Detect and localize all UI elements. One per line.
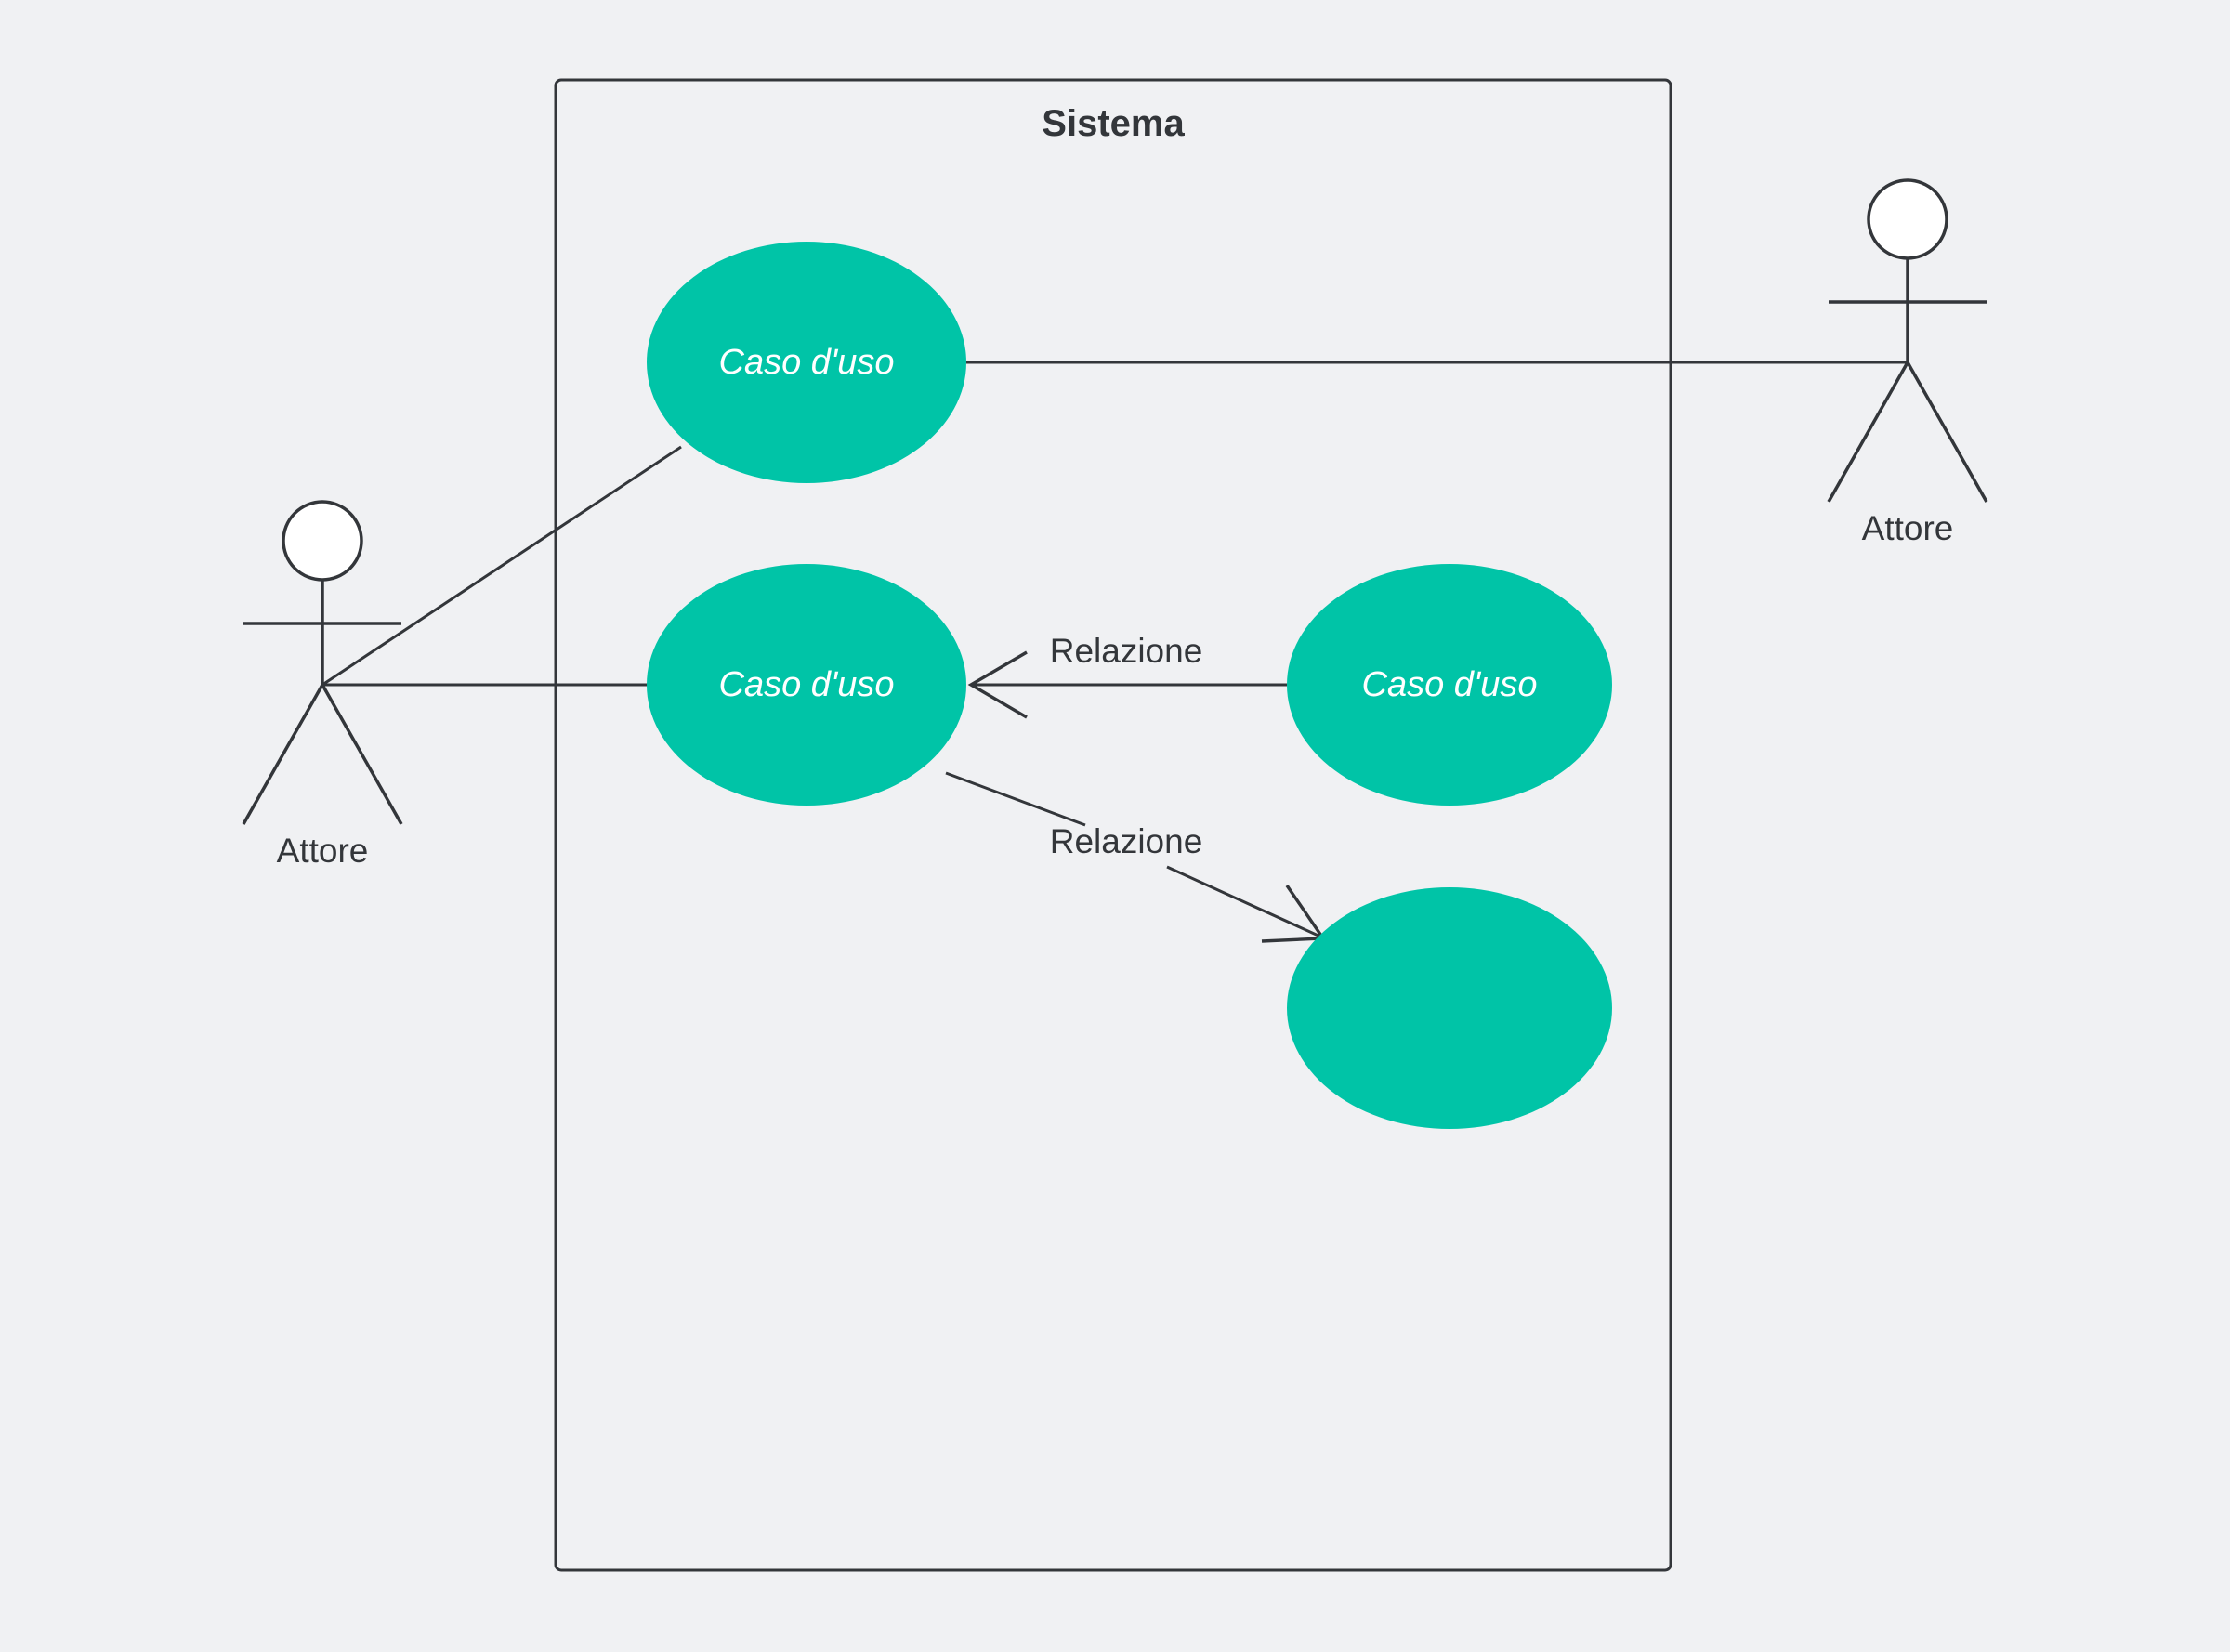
relation-diagonal-label: Relazione bbox=[1050, 822, 1203, 860]
association-left-actor-to-top-usecase[interactable] bbox=[321, 445, 682, 687]
system-boundary[interactable]: Sistema bbox=[554, 78, 1672, 1572]
system-boundary-rect[interactable] bbox=[554, 78, 1672, 1572]
use-case-top-left[interactable]: Caso d'uso bbox=[647, 242, 966, 483]
use-case-middle-left-label: Caso d'uso bbox=[719, 665, 895, 704]
use-case-bottom-right[interactable] bbox=[1287, 887, 1612, 1129]
use-case-middle-left[interactable]: Caso d'uso bbox=[647, 564, 966, 806]
actor-left-leg-right bbox=[321, 684, 403, 825]
actor-left-leg-left bbox=[242, 684, 324, 825]
actor-right-label: Attore bbox=[1862, 509, 1954, 547]
use-case-middle-right[interactable]: Caso d'uso bbox=[1287, 564, 1612, 806]
system-title: Sistema bbox=[1042, 103, 1185, 144]
actor-left-label: Attore bbox=[277, 832, 369, 870]
actor-right-leg-right bbox=[1906, 361, 1988, 503]
relation-horizontal-label: Relazione bbox=[1050, 632, 1203, 670]
use-case-middle-right-ellipse[interactable] bbox=[1287, 564, 1612, 806]
actor-left-head-icon bbox=[282, 500, 363, 582]
actor-left[interactable]: Attore bbox=[242, 500, 403, 870]
actor-right[interactable]: Attore bbox=[1827, 178, 1988, 547]
relation-diagonal-line-upper[interactable] bbox=[945, 771, 1086, 827]
use-case-middle-left-ellipse[interactable] bbox=[647, 564, 966, 806]
relation-horizontal-arrowhead bbox=[967, 650, 1028, 719]
relation-diagonal[interactable]: Relazione bbox=[945, 771, 1327, 943]
relation-horizontal[interactable]: Relazione bbox=[967, 632, 1287, 719]
use-case-middle-right-label: Caso d'uso bbox=[1362, 665, 1538, 704]
use-case-top-left-label: Caso d'uso bbox=[719, 343, 895, 382]
actor-right-head-icon bbox=[1867, 178, 1948, 260]
use-case-top-left-ellipse[interactable] bbox=[647, 242, 966, 483]
relation-diagonal-line-lower[interactable] bbox=[1166, 865, 1321, 938]
actor-right-leg-left bbox=[1827, 361, 1909, 503]
use-case-bottom-right-ellipse[interactable] bbox=[1287, 887, 1612, 1129]
